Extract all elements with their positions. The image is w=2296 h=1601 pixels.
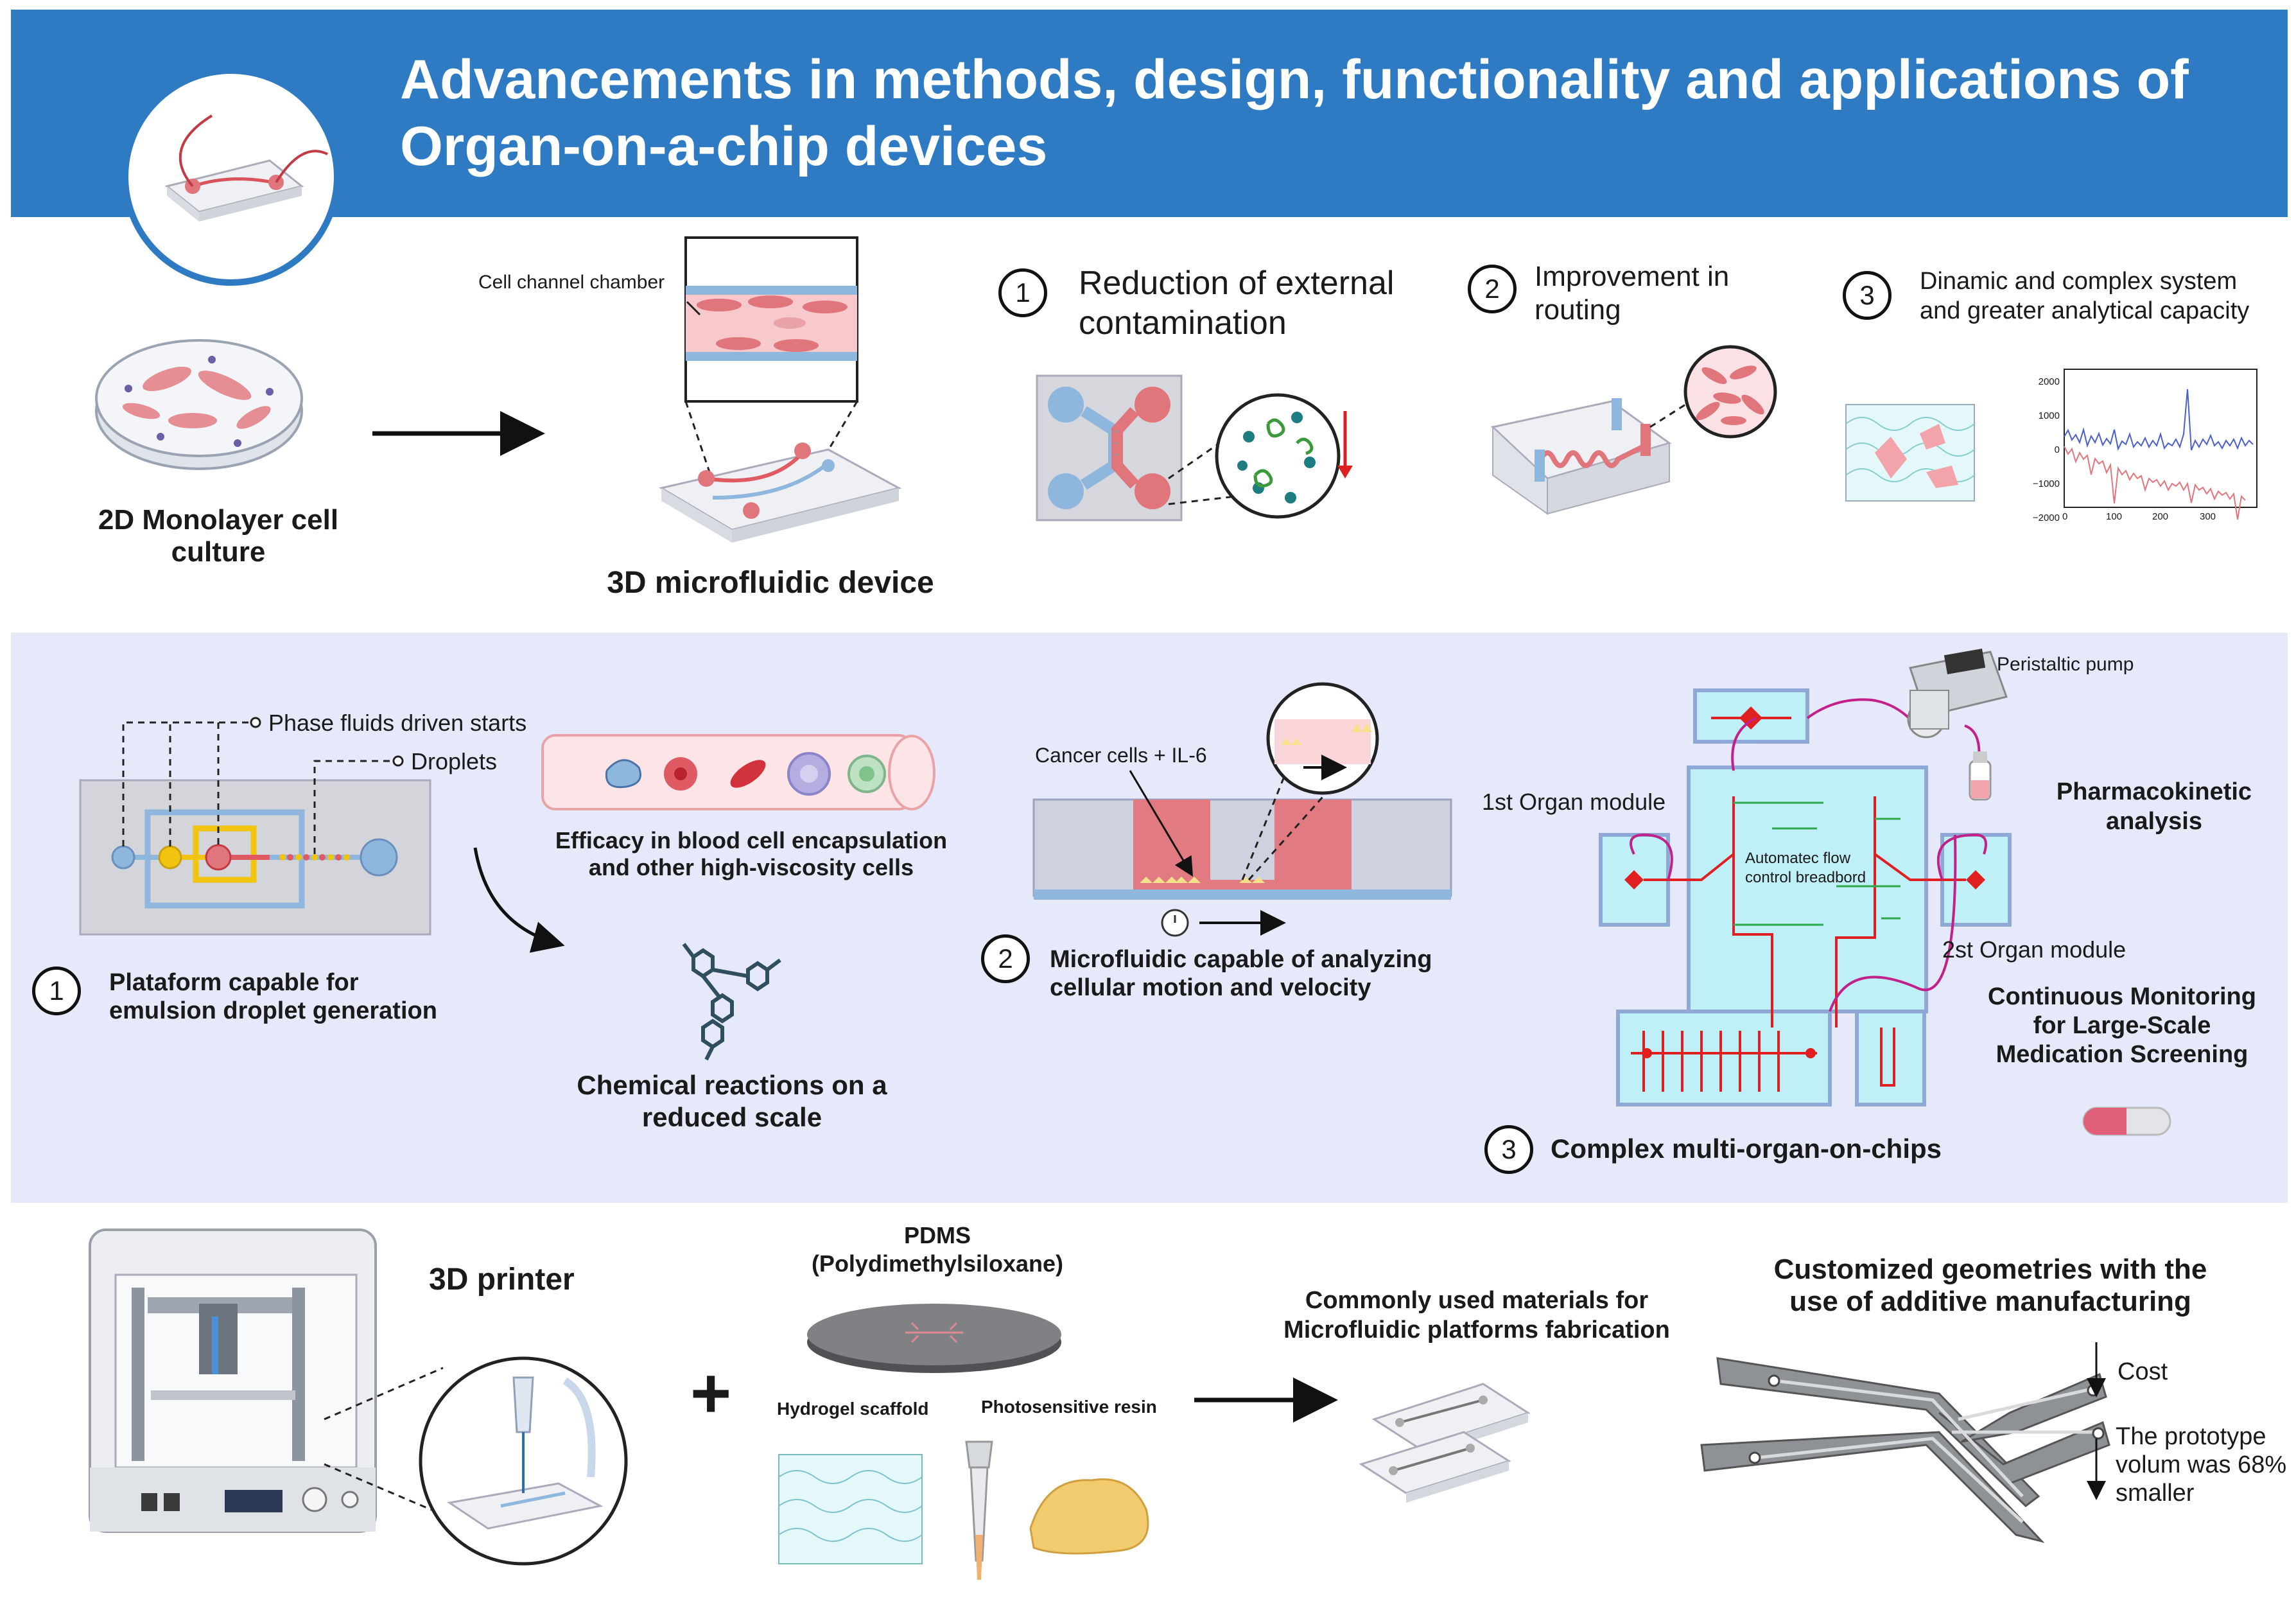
phase-leader-lines — [122, 721, 395, 854]
cell-channel-chamber — [684, 236, 858, 403]
organ-2-label: 2st Organ module — [1942, 936, 2126, 963]
analysis-chart — [2064, 369, 2257, 520]
page-title: Advancements in methods, design, functio… — [400, 49, 2189, 177]
item-2-badge: 2 — [981, 934, 1030, 983]
printer-label: 3D printer — [429, 1263, 575, 1297]
benefit-2-label: Improvement in routing — [1535, 261, 1730, 326]
hydrogel-label: Hydrogel scaffold — [777, 1399, 929, 1419]
benefit-1-badge: 1 — [998, 268, 1047, 317]
phase-label: Phase fluids driven starts — [268, 710, 527, 736]
cell-motion-channel — [1032, 798, 1452, 900]
cell-zoom-icon — [1266, 682, 1379, 795]
petri-dish-icon — [95, 339, 303, 470]
peristaltic-pump-icon — [1907, 649, 2008, 739]
custom-label: Customized geometries with the use of ad… — [1773, 1254, 2207, 1317]
chart-y-tick: −2000 — [2032, 512, 2060, 523]
header-banner — [11, 10, 2288, 217]
blood-vessel-icon — [541, 734, 935, 810]
chart-x-tick: 0 — [2062, 511, 2068, 522]
chart-x-tick: 100 — [2106, 511, 2123, 522]
prototype-label: The prototype volum was 68% smaller — [2116, 1423, 2287, 1507]
chart-y-tick: −1000 — [2032, 478, 2060, 489]
molecule-icon — [682, 943, 781, 1061]
droplet-generation-chip — [79, 779, 431, 936]
droplets-label: Droplets — [411, 748, 498, 774]
device-label: 3D microfluidic device — [607, 566, 934, 600]
resin-label: Photosensitive resin — [981, 1397, 1157, 1417]
materials-label: Commonly used materials for Microfluidic… — [1283, 1287, 1670, 1343]
chip-logo-icon — [122, 67, 340, 286]
breadboard-label: Automatec flow control breadbord — [1745, 850, 1866, 886]
monolayer-label: 2D Monolayer cell culture — [98, 504, 339, 568]
chart-x-tick: 300 — [2200, 511, 2216, 522]
monitoring-label: Continuous Monitoring for Large-Scale Me… — [1988, 983, 2256, 1068]
multi-organ-chip — [1599, 688, 2012, 1107]
pump-label: Peristaltic pump — [1997, 654, 2134, 675]
curved-arrow — [473, 847, 565, 953]
hydrogel-tissue-icon — [1845, 404, 1975, 502]
item-2-label: Microfluidic capable of analyzing cellul… — [1050, 946, 1432, 1001]
chart-y-tick: 1000 — [2038, 410, 2060, 421]
routing-chip-icon — [1490, 398, 1672, 515]
item-1-label: Plataform capable for emulsion droplet g… — [109, 969, 437, 1024]
item-1-badge: 1 — [32, 967, 81, 1015]
tissue-zoom-icon — [1683, 345, 1777, 439]
item-3-label: Complex multi-organ-on-chips — [1551, 1133, 1942, 1164]
microfluidic-device-icon — [659, 442, 902, 543]
plus-sign: + — [690, 1354, 732, 1433]
pill-icon — [2082, 1107, 2171, 1136]
pdms-label: PDMS (Polydimethylsiloxane) — [811, 1222, 1064, 1277]
benefit-3-label: Dinamic and complex system and greater a… — [1920, 268, 2250, 324]
benefit-2-badge: 2 — [1468, 265, 1517, 313]
benefit-1-label: Reduction of external contamination — [1079, 265, 1395, 342]
item-3-badge: 3 — [1484, 1125, 1533, 1174]
chart-y-tick: 2000 — [2038, 376, 2060, 387]
organ-1-label: 1st Organ module — [1482, 789, 1666, 815]
chart-y-tick: 0 — [2054, 444, 2060, 455]
pk-label: Pharmacokinetic analysis — [2056, 778, 2252, 835]
chemical-label: Chemical reactions on a reduced scale — [577, 1070, 887, 1132]
resin-tip-icon — [965, 1440, 993, 1580]
custom-geometry-icon — [1700, 1357, 2110, 1543]
efficacy-label: Efficacy in blood cell encapsulation and… — [555, 827, 948, 880]
contamination-chip-icon — [1036, 374, 1183, 521]
microfluidic-chips-icon — [1359, 1383, 1531, 1503]
chamber-label: Cell channel chamber — [478, 272, 665, 293]
cost-label: Cost — [2118, 1358, 2168, 1385]
contaminant-zoom-icon — [1215, 393, 1341, 519]
print-zoom-icon — [419, 1356, 628, 1566]
cancer-label: Cancer cells + IL-6 — [1035, 744, 1207, 767]
chart-y-ticks: 2000 1000 0 −1000 −2000 — [2016, 365, 2060, 535]
resin-blob-icon — [1029, 1478, 1149, 1555]
3d-printer-icon — [89, 1229, 377, 1533]
chart-x-tick: 200 — [2152, 511, 2169, 522]
benefit-3-badge: 3 — [1843, 271, 1892, 320]
sample-vial-icon — [1969, 751, 1992, 801]
pdms-disk-icon — [807, 1304, 1061, 1373]
clock-icon — [1161, 909, 1189, 937]
hydrogel-scaffold-icon — [778, 1454, 923, 1564]
